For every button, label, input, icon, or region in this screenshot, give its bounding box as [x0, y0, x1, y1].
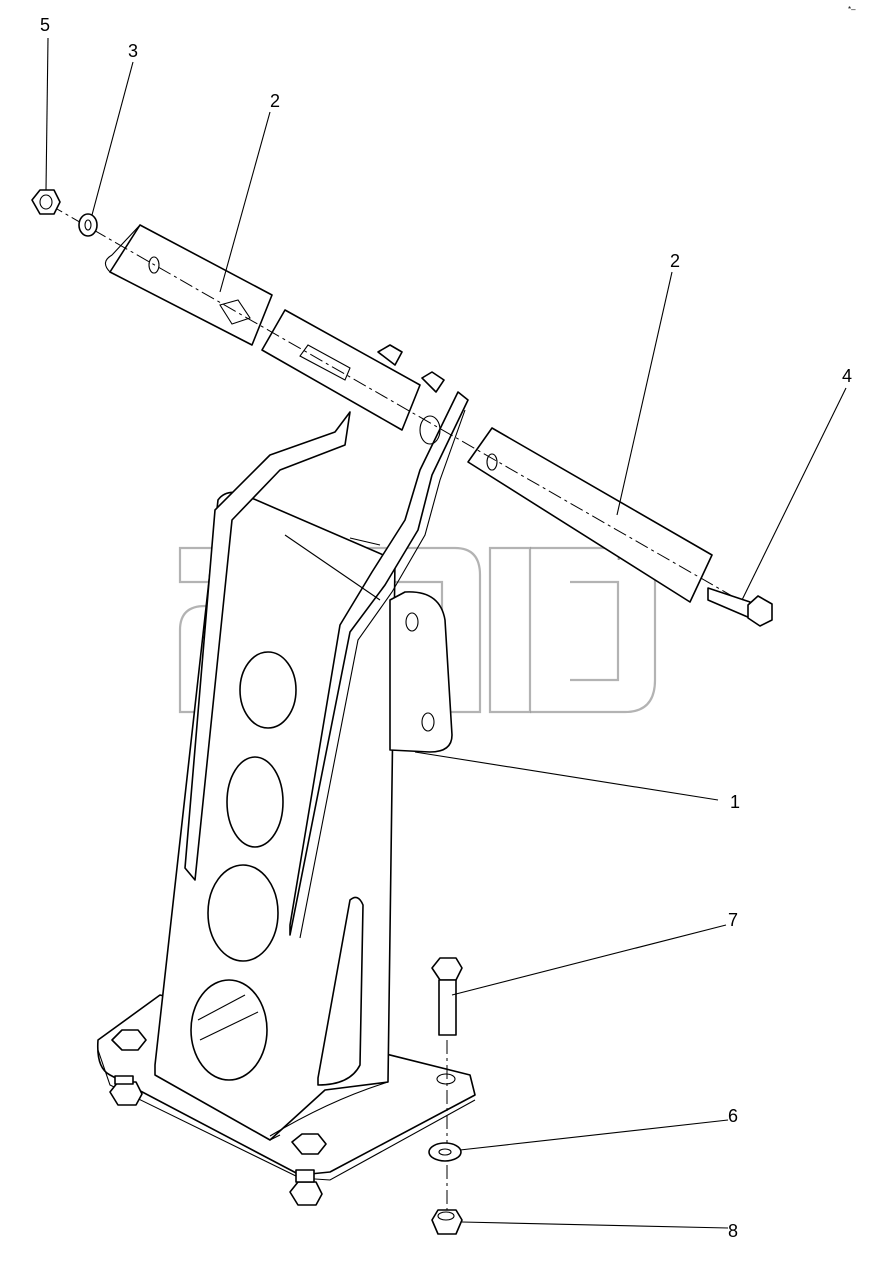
callout-3: 3 [128, 41, 138, 61]
callout-2-right: 2 [670, 251, 680, 271]
callout-4: 4 [842, 366, 852, 386]
bolt-4 [707, 587, 773, 627]
pivot-sleeve-left [104, 224, 273, 346]
callout-labels: 5 3 2 2 4 1 7 6 8 [40, 15, 852, 1241]
corner-mark: *– [848, 5, 856, 14]
leader-lines [45, 37, 847, 1229]
nut-8 [431, 1209, 463, 1235]
callout-8: 8 [728, 1221, 738, 1241]
washer-6 [428, 1142, 462, 1162]
pedal-bracket [96, 391, 476, 1206]
nut-5 [31, 189, 61, 215]
callout-1: 1 [730, 792, 740, 812]
pivot-sleeve-right [467, 427, 713, 603]
callout-7: 7 [728, 910, 738, 930]
pivot-hub [261, 309, 445, 431]
shaft-centerline [49, 204, 761, 613]
callout-5: 5 [40, 15, 50, 35]
washer-3 [78, 213, 98, 237]
callout-6: 6 [728, 1106, 738, 1126]
bolt-7 [431, 957, 463, 1036]
callout-2-left: 2 [270, 91, 280, 111]
